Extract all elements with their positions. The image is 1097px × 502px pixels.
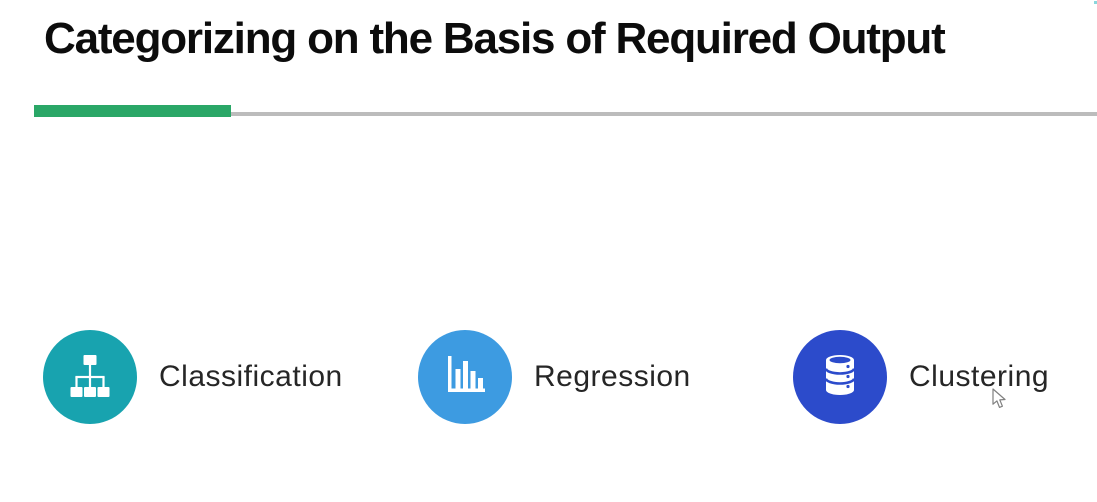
item-label-classification: Classification (159, 360, 343, 393)
item-regression: Regression (418, 330, 691, 424)
regression-badge (418, 330, 512, 424)
item-label-regression: Regression (534, 360, 691, 393)
corner-artifact (1094, 1, 1097, 4)
title-accent-bar (34, 105, 231, 117)
slide-title: Categorizing on the Basis of Required Ou… (44, 14, 946, 63)
bar-chart-icon (448, 356, 485, 392)
database-icon (824, 355, 856, 395)
title-rule-line (231, 112, 1097, 116)
classification-badge (43, 330, 137, 424)
item-classification: Classification (43, 330, 343, 424)
clustering-badge (793, 330, 887, 424)
item-clustering: Clustering (793, 330, 1049, 424)
item-label-clustering: Clustering (909, 360, 1050, 393)
sitemap-icon (70, 355, 110, 397)
